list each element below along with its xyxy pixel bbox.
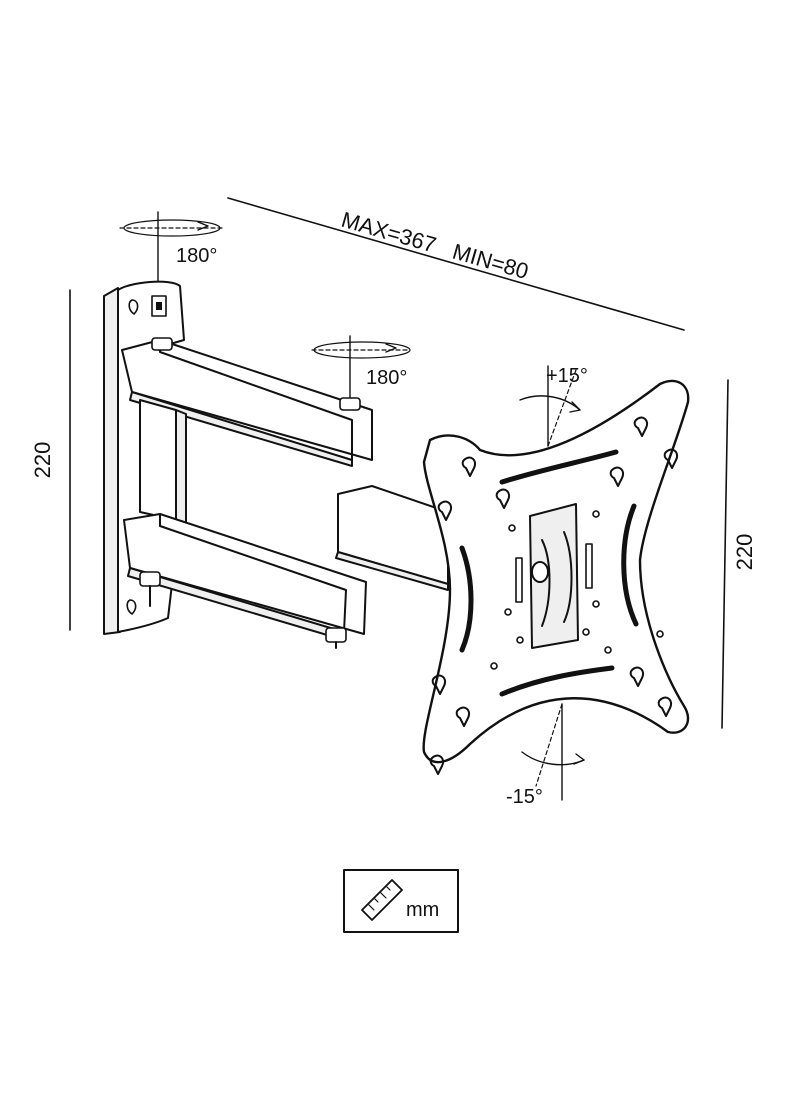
tilt-down-label: -15° xyxy=(506,786,543,808)
lower-arm xyxy=(123,513,367,649)
tilt-down-indicator xyxy=(521,703,585,801)
wall-swivel-label: 180° xyxy=(176,245,217,267)
right-height-label: 220 xyxy=(732,534,757,571)
right-height-dimension-line xyxy=(721,379,729,729)
units-box: mm xyxy=(343,869,459,933)
wall-swivel-indicator xyxy=(119,211,225,291)
arm-length-label: MAX=367 MIN=80 xyxy=(339,207,532,284)
upper-arm xyxy=(121,337,373,467)
arm-length-dimension-line xyxy=(227,197,685,331)
arm-swivel-indicator xyxy=(311,335,411,405)
arm-brace xyxy=(139,399,187,525)
ruler-icon xyxy=(361,879,403,921)
units-label: mm xyxy=(406,899,439,921)
vesa-plate xyxy=(422,379,690,775)
tilt-up-label: +15° xyxy=(546,365,588,387)
arm-swivel-label: 180° xyxy=(366,367,407,389)
tilt-up-indicator xyxy=(519,365,581,447)
left-height-label: 220 xyxy=(30,442,55,479)
forearm xyxy=(335,485,449,591)
